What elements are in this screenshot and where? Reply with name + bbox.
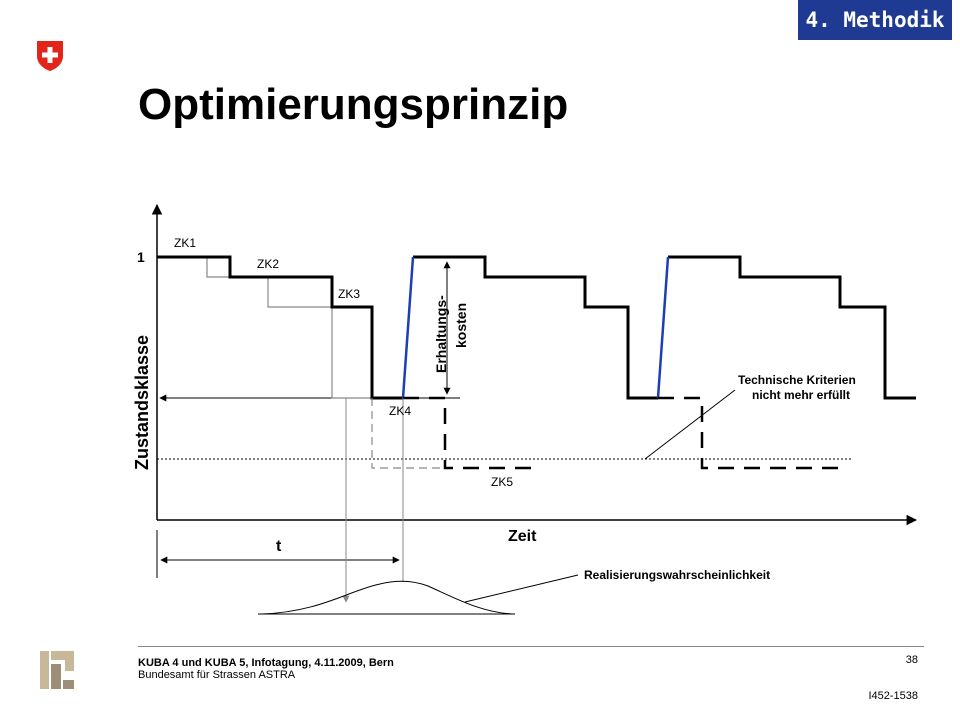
repair-line-2 xyxy=(656,256,670,399)
probability-label: Realisierungswahrscheinlichkeit xyxy=(584,568,770,582)
repair-line-1 xyxy=(401,256,415,399)
zk5-label: ZK5 xyxy=(491,475,513,489)
condition-curve-3 xyxy=(668,255,916,400)
page-title: Optimierungsprinzip xyxy=(138,80,569,129)
dashed-zk5-path-2 xyxy=(658,396,846,470)
time-label: t xyxy=(276,538,282,555)
criteria-label-line1: Technische Kriterien xyxy=(738,373,856,387)
gray-step-zk2 xyxy=(267,277,332,308)
zk4-label: ZK4 xyxy=(389,404,411,418)
zk2-label: ZK2 xyxy=(257,257,279,271)
swiss-coat-of-arms-icon xyxy=(37,41,63,71)
condition-curve-2 xyxy=(413,255,658,400)
gray-step-zk1 xyxy=(206,257,230,278)
probability-pointer xyxy=(464,574,579,603)
zk1-label: ZK1 xyxy=(174,236,196,250)
x-axis-label: Zeit xyxy=(508,528,537,545)
gray-dashed-zk5 xyxy=(371,398,445,469)
condition-curve-1 xyxy=(157,255,403,400)
cost-label-line2: kosten xyxy=(453,303,469,348)
y-axis-label: Zustandsklasse xyxy=(132,335,152,470)
dashed-zk5-path-1 xyxy=(403,396,540,470)
footer-divider xyxy=(138,646,924,647)
cost-label-line1: Erhaltungs- xyxy=(433,295,449,373)
footer-office: Bundesamt für Strassen ASTRA xyxy=(138,669,296,681)
y-tick-1: 1 xyxy=(137,249,145,265)
gray-step-zk3 xyxy=(331,307,372,399)
footer-event: KUBA 4 und KUBA 5, Infotagung, 4.11.2009… xyxy=(138,657,394,669)
distribution-curve xyxy=(261,580,513,615)
kuba-logo-icon xyxy=(40,651,74,689)
criteria-pointer xyxy=(644,389,736,460)
section-badge: 4. Methodik xyxy=(798,0,952,40)
criteria-label-line2: nicht mehr erfüllt xyxy=(752,388,850,402)
document-code: I452-1538 xyxy=(868,690,918,702)
zk3-label: ZK3 xyxy=(338,287,360,301)
page-number: 38 xyxy=(905,654,918,666)
footer-info: KUBA 4 und KUBA 5, Infotagung, 4.11.2009… xyxy=(138,657,394,681)
